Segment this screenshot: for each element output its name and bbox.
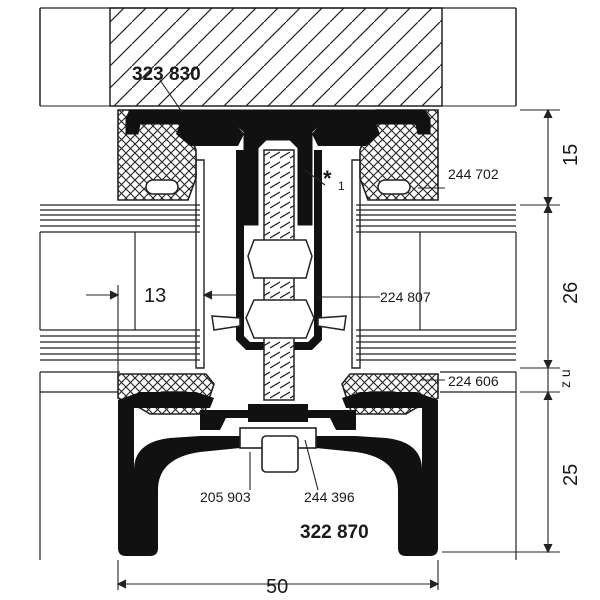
label-clip-right: 244 396 [304, 489, 355, 505]
asterisk-note: * [323, 166, 332, 191]
dimension-offset-left: 13 [144, 285, 166, 307]
top-profile [125, 109, 431, 226]
panel-right [356, 204, 517, 560]
dimension-height-top: 15 [560, 144, 582, 166]
dimension-height-middle: 26 [560, 282, 582, 304]
panel-left [39, 204, 200, 560]
screw-insert [211, 149, 347, 401]
label-clip-left: 205 903 [200, 489, 251, 505]
asterisk-index: 1 [338, 179, 345, 193]
mullion-channel [195, 150, 361, 369]
glass-pane-top [39, 7, 517, 107]
label-screw-insert: 224 807 [380, 289, 431, 305]
label-gasket-lower-right: 224 606 [448, 373, 499, 389]
label-bottom-profile: 322 870 [300, 522, 369, 543]
label-top-profile: 323 830 [132, 64, 201, 85]
dimension-lines [86, 79, 560, 590]
label-gasket-upper-right: 244 702 [448, 166, 499, 182]
dimension-width: 50 [266, 576, 288, 598]
bottom-profile [118, 392, 438, 556]
clip-assembly [239, 427, 317, 473]
dimension-height-bottom: 25 [560, 464, 582, 486]
dimension-small-gap: z u [557, 369, 573, 388]
